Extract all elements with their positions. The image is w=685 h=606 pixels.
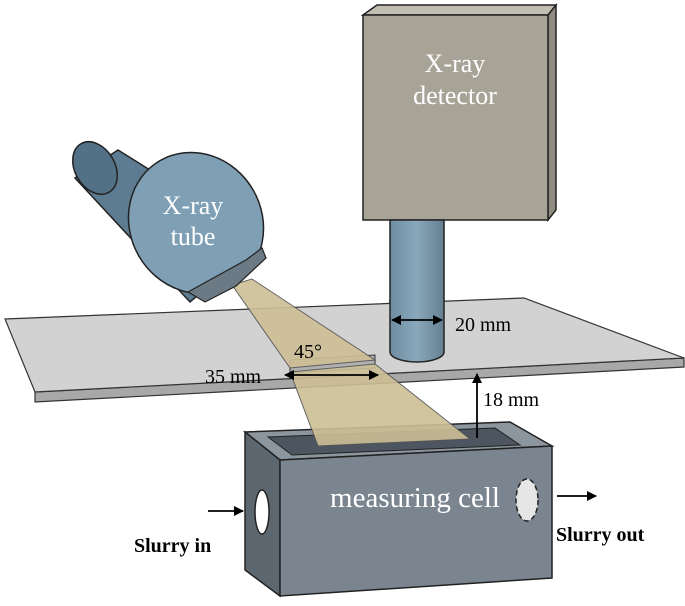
cell-label: measuring cell <box>330 482 500 514</box>
dim-35-label: 35 mm <box>205 366 262 388</box>
dimension-35mm: 35 mm <box>205 366 379 388</box>
xray-beam <box>231 278 472 447</box>
slurry-in-label: Slurry in <box>134 535 211 557</box>
xray-detector: X-ray detector <box>360 2 558 223</box>
tube-label-line1: X-ray <box>163 191 224 220</box>
angle-45: 45° <box>294 341 322 363</box>
slurry-out: Slurry out <box>556 491 645 546</box>
dimension-20mm: 20 mm <box>391 314 512 336</box>
measuring-cell: measuring cell <box>242 421 555 598</box>
xray-tube: X-ray tube <box>71 141 267 304</box>
dim-20-label: 20 mm <box>455 314 512 336</box>
slurry-out-label: Slurry out <box>556 524 645 546</box>
detector-label-line1: X-ray <box>425 49 486 78</box>
slurry-in: Slurry in <box>134 506 244 557</box>
detector-label-line2: detector <box>413 81 497 110</box>
detector-snout-front <box>389 300 445 363</box>
angle-label: 45° <box>294 341 322 363</box>
dimension-18mm: 18 mm <box>472 373 540 438</box>
tube-label-line2: tube <box>171 222 216 251</box>
dim-18-label: 18 mm <box>483 389 540 411</box>
